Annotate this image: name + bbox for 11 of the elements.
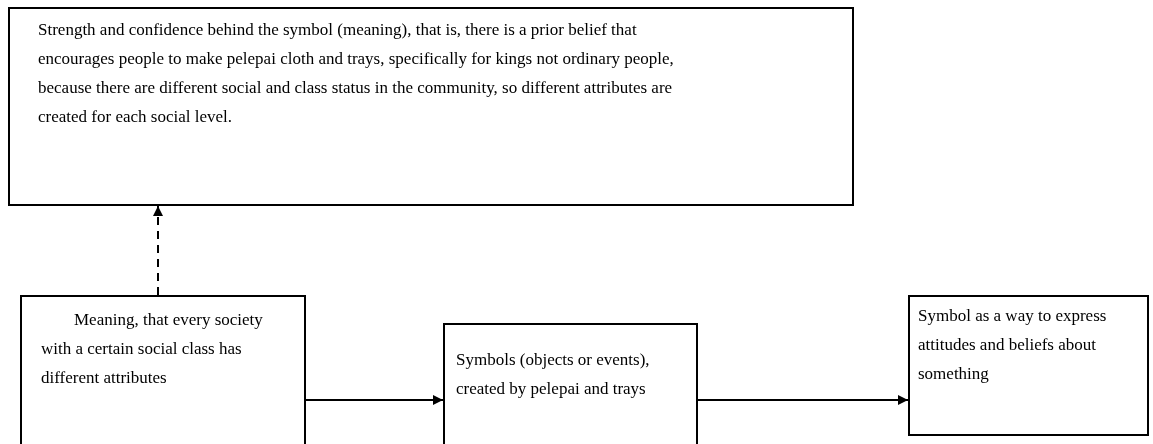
box-text: Symbols (objects or events), created by pelepai and trays — [456, 349, 651, 400]
text-box — [8, 7, 854, 206]
box-text: Symbol as a way to express attitudes and beliefs about something — [918, 305, 1108, 385]
box-text: Meaning, that every society with a certain social class has different attributes — [41, 309, 264, 389]
arrow — [305, 395, 444, 405]
text-box — [443, 323, 698, 444]
box-text: Strength and confidence behind the symbol (meaning), that is, there is a prior belief that encourages people to make pelepai cloth and trays, specifically for kings not ordinary people, because there are different social and class status in the community, so different attributes are created for each social level. — [38, 19, 675, 128]
arrow — [153, 205, 163, 296]
text-box — [908, 295, 1149, 436]
arrow — [697, 395, 909, 405]
text-box — [20, 295, 306, 444]
